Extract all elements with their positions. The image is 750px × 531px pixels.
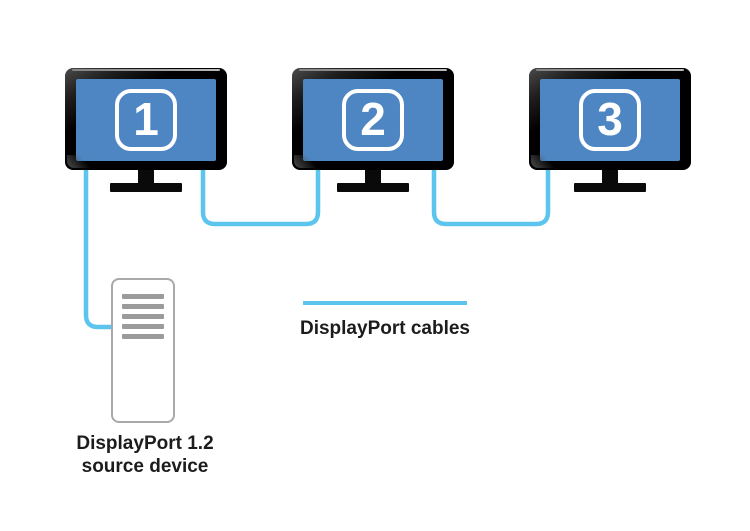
cable-monitor-1-to-monitor-2	[200, 166, 321, 227]
monitor-2: 2	[292, 68, 454, 192]
monitor-1-bezel: 1	[65, 68, 227, 170]
source-device-label-line1: DisplayPort 1.2	[76, 433, 214, 454]
tower-vent-bar	[122, 314, 164, 319]
cable-monitor-2-to-monitor-3	[431, 166, 551, 227]
tower-vent-bar	[122, 324, 164, 329]
cable-source-to-monitor-1	[83, 166, 113, 330]
legend-cable-line	[303, 301, 467, 305]
monitor-2-number-badge: 2	[342, 89, 404, 151]
tower-vent-bar	[122, 304, 164, 309]
monitor-2-bezel: 2	[292, 68, 454, 170]
source-device-tower-icon	[111, 278, 175, 423]
monitor-1-screen: 1	[76, 79, 216, 161]
legend-label: DisplayPort cables	[299, 318, 471, 339]
legend: DisplayPort cables	[299, 301, 471, 340]
source-device-label: DisplayPort 1.2 source device	[58, 432, 232, 478]
monitor-3-number-badge: 3	[579, 89, 641, 151]
monitor-3-screen: 3	[540, 79, 680, 161]
monitor-3: 3	[529, 68, 691, 192]
monitor-3-stand-neck	[602, 170, 618, 183]
monitor-2-stand-neck	[365, 170, 381, 183]
tower-vent-bar	[122, 334, 164, 339]
monitor-3-stand-base	[574, 183, 646, 192]
monitor-1-stand-neck	[138, 170, 154, 183]
tower-vent-bar	[122, 294, 164, 299]
source-device-label-line2: source device	[81, 456, 209, 477]
monitor-1-number-badge: 1	[115, 89, 177, 151]
monitor-2-stand-base	[337, 183, 409, 192]
monitor-3-bezel: 3	[529, 68, 691, 170]
monitor-1: 1	[65, 68, 227, 192]
monitor-1-stand-base	[110, 183, 182, 192]
monitor-2-screen: 2	[303, 79, 443, 161]
